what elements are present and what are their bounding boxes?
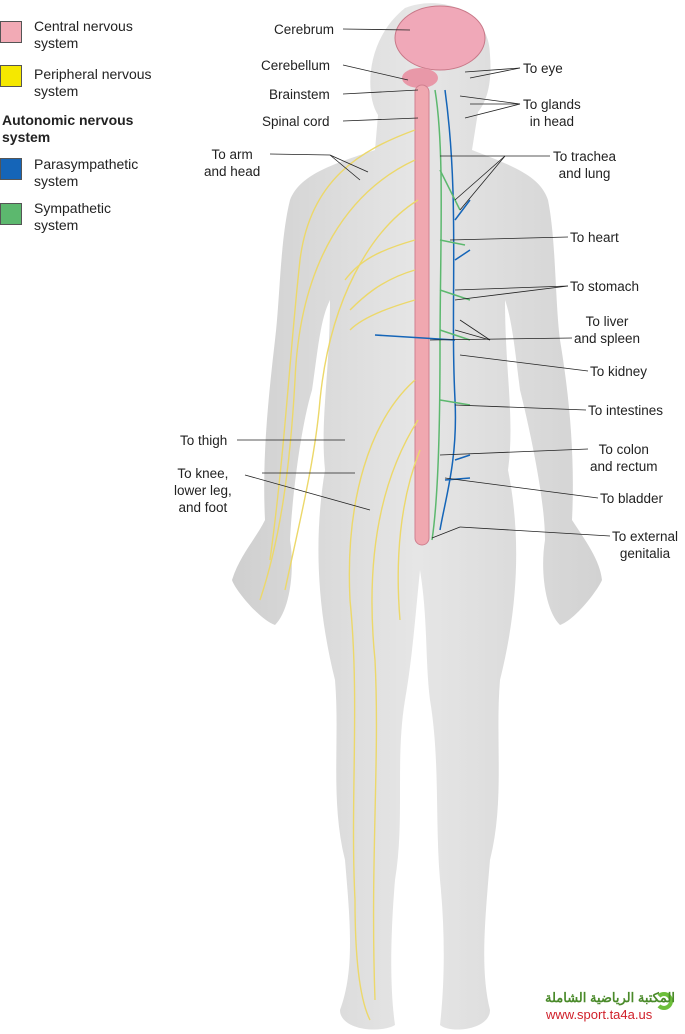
label-line: genitalia — [619, 546, 671, 561]
legend-label: Sympathetic — [34, 200, 112, 216]
legend-label: system — [34, 173, 79, 189]
label-glands: To glands in head — [523, 96, 581, 130]
peripheral-nerves — [259, 129, 421, 1021]
pns-swatch — [0, 65, 22, 87]
label-line: To colon — [598, 442, 649, 457]
label-eye: To eye — [523, 61, 563, 76]
label-trachea: To trachea and lung — [553, 148, 616, 182]
legend-heading-line: Autonomic nervous — [2, 112, 134, 128]
legend-heading-line: system — [2, 129, 51, 145]
label-colon: To colon and rectum — [590, 441, 658, 475]
watermark-logo-icon — [655, 992, 673, 1010]
label-line: and spleen — [574, 331, 641, 346]
label-cerebellum: Cerebellum — [261, 58, 331, 73]
watermark-arabic: المكتبة الرياضية الشاملة — [545, 990, 675, 1005]
spinal-cord — [414, 84, 430, 546]
label-line: and foot — [178, 500, 228, 515]
label-line: To liver — [585, 314, 629, 329]
label-line: To glands — [523, 97, 581, 112]
watermark-url: www.sport.ta4a.us — [546, 1007, 653, 1022]
label-brainstem: Brainstem — [269, 87, 330, 102]
label-line: To arm — [211, 147, 253, 162]
legend-label: Peripheral nervous — [34, 66, 152, 82]
label-line: To trachea — [553, 149, 617, 164]
label-line: and head — [204, 164, 261, 179]
autonomic-nerves — [374, 89, 471, 541]
legend-label: Central nervous — [34, 18, 133, 34]
legend-label: system — [34, 35, 79, 51]
label-line: in head — [529, 114, 575, 129]
legend-label: Parasympathetic — [34, 156, 139, 172]
label-heart: To heart — [570, 230, 619, 245]
label-line: lower leg, — [174, 483, 232, 498]
label-kidney: To kidney — [590, 364, 648, 379]
legend-label: system — [34, 83, 79, 99]
label-liver: To liver and spleen — [574, 313, 640, 347]
cerebellum — [402, 68, 438, 88]
parasympathetic-swatch — [0, 158, 22, 180]
label-stomach: To stomach — [570, 279, 640, 294]
legend-label: system — [34, 217, 79, 233]
cns-swatch — [0, 21, 22, 43]
label-genitalia: To external genitalia — [612, 528, 678, 562]
label-line: To knee, — [177, 466, 229, 481]
label-thigh: To thigh — [180, 433, 228, 448]
label-intestines: To intestines — [588, 403, 664, 418]
label-bladder: To bladder — [600, 491, 664, 506]
label-line: and rectum — [590, 459, 658, 474]
cerebrum — [394, 5, 486, 71]
label-knee: To knee, lower leg, and foot — [174, 465, 232, 516]
label-arm-head: To arm and head — [204, 146, 260, 180]
label-line: and lung — [558, 166, 611, 181]
label-spinal-cord: Spinal cord — [262, 114, 330, 129]
label-cerebrum: Cerebrum — [274, 22, 335, 37]
leader-lines — [237, 28, 611, 539]
label-line: To external — [612, 529, 679, 544]
sympathetic-swatch — [0, 203, 22, 225]
